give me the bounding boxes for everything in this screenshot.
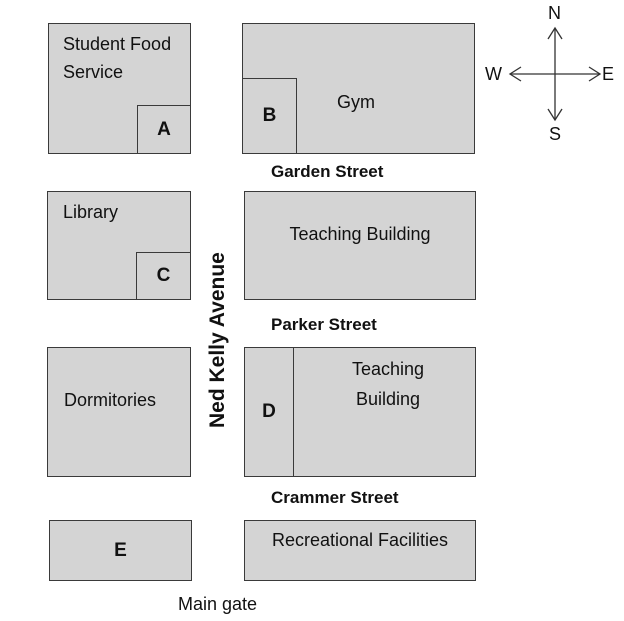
dormitories-block: Dormitories bbox=[47, 347, 191, 477]
garden-street-label: Garden Street bbox=[271, 162, 384, 181]
compass-west: W bbox=[485, 64, 502, 84]
ned-kelly-avenue-label: Ned Kelly Avenue bbox=[206, 252, 229, 428]
compass-east: E bbox=[602, 64, 615, 84]
student-food-service-label: Student Food Service bbox=[63, 34, 172, 82]
crammer-street-label: Crammer Street bbox=[271, 488, 399, 507]
compass-north: N bbox=[548, 3, 561, 23]
teaching-building-1-label: Teaching Building bbox=[289, 224, 431, 244]
compass: N S W E bbox=[484, 0, 624, 150]
recreational-facilities-block: Recreational Facilities bbox=[244, 520, 476, 581]
library-label: Library bbox=[63, 202, 119, 222]
parker-street-label: Parker Street bbox=[271, 315, 377, 334]
teaching-building-1-block: Teaching Building bbox=[244, 191, 476, 300]
student-food-service-block: Student Food Service bbox=[48, 23, 191, 154]
gym-label: Gym bbox=[337, 92, 375, 112]
recreational-facilities-label: Recreational Facilities bbox=[271, 530, 449, 550]
location-a: A bbox=[137, 105, 191, 154]
compass-south: S bbox=[549, 124, 562, 144]
teaching-building-2-label: Teaching Building bbox=[351, 359, 425, 409]
dormitories-label: Dormitories bbox=[64, 390, 157, 410]
location-e: E bbox=[49, 520, 192, 581]
location-b: B bbox=[242, 78, 297, 154]
location-d: D bbox=[244, 347, 294, 477]
main-gate-label: Main gate bbox=[178, 594, 258, 614]
compass-arrows-icon bbox=[508, 26, 602, 122]
location-c: C bbox=[136, 252, 191, 300]
